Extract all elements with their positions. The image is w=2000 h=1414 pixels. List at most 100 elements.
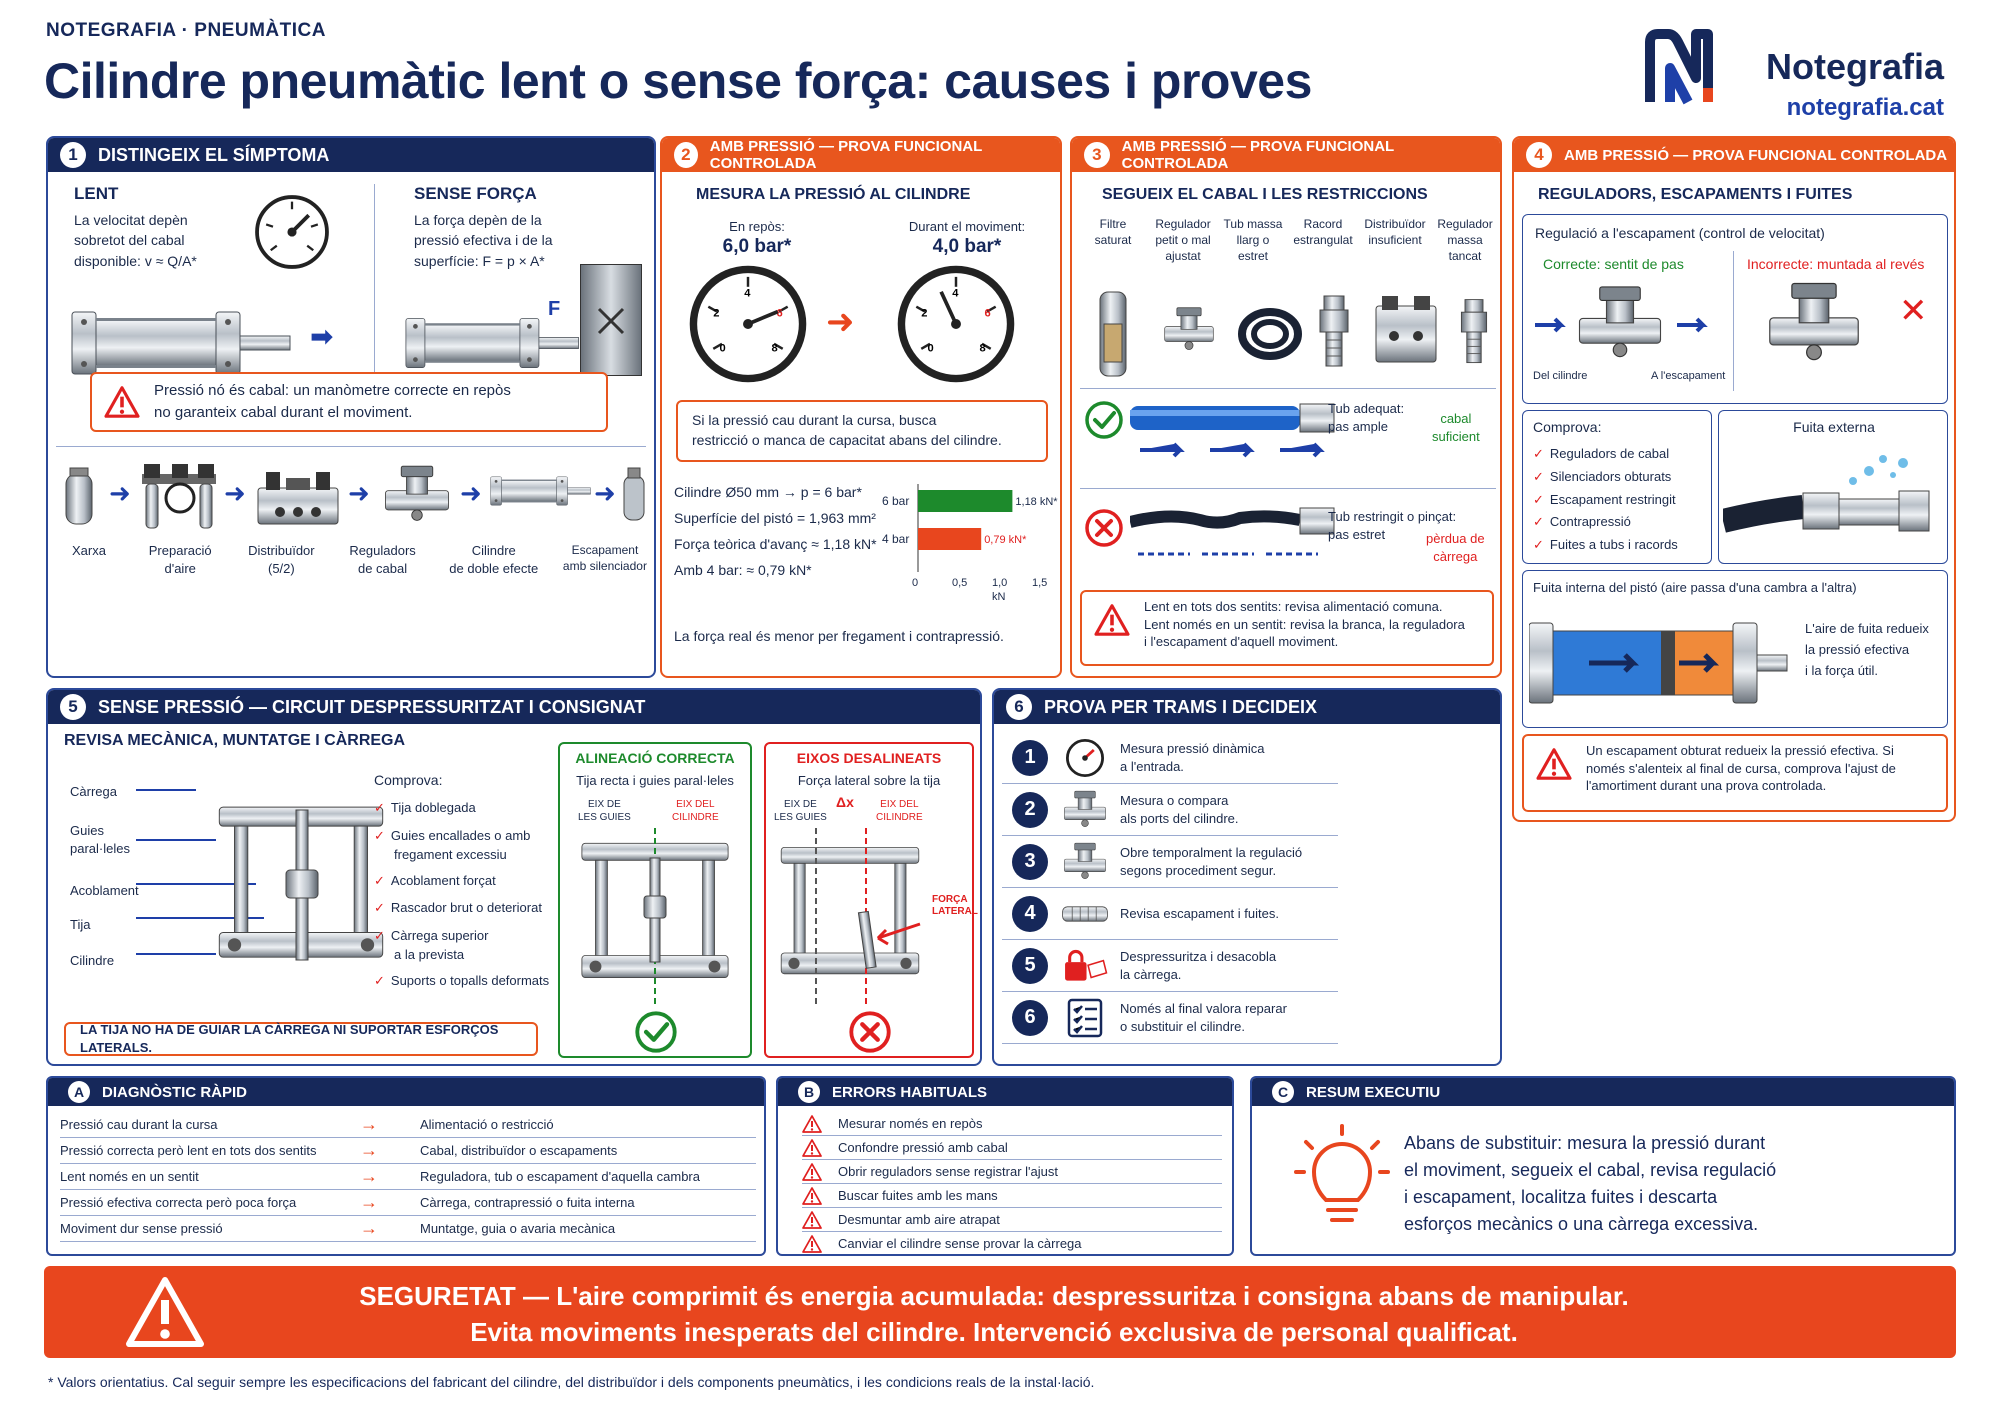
warning-text: l'amortiment durant una prova controlada…: [1586, 778, 1827, 794]
cause-cell: Reguladora, tub o escapament d'aquella c…: [420, 1169, 700, 1184]
error-text: Mesurar només en repòs: [838, 1116, 983, 1131]
axis-label: LES GUIES: [774, 812, 827, 823]
alignment-correct-icon: [581, 828, 729, 1008]
warning-text: Lent en tots dos sentits: revisa aliment…: [1144, 599, 1443, 614]
step-text: a l'entrada.: [1120, 758, 1184, 774]
check-item: ✓Acoblament forçat: [374, 872, 496, 888]
step-number: 3: [1084, 142, 1110, 168]
lent-text: La velocitat depèn: [74, 212, 188, 228]
misaligned-subtitle: Força lateral sobre la tija: [797, 773, 941, 788]
notegrafia-logo-icon: [1645, 29, 1713, 105]
panel-subtitle: SEGUEIX EL CABAL I LES RESTRICCIONS: [1102, 186, 1428, 203]
arrow-right-icon: →: [360, 1114, 378, 1134]
check-item: ✓Reguladors de cabal: [1533, 446, 1670, 461]
axis-label: CILINDRE: [672, 812, 719, 823]
internal-leak-box: Fuita interna del pistó (aire passa d'un…: [1522, 570, 1948, 728]
svg-text:0: 0: [927, 342, 933, 354]
panel-header: 5 SENSE PRESSIÓ — CIRCUIT DESPRESSURITZA…: [48, 690, 980, 724]
narrow-tube-icon: [1130, 507, 1335, 556]
part-label: Guies: [70, 823, 104, 838]
pressure-gauge-rest-icon: 02 468: [686, 262, 810, 386]
error-text: Desmuntar amb aire atrapat: [838, 1212, 1000, 1227]
table-row: Pressió efectiva correcta però poca forç…: [60, 1190, 756, 1216]
gauge-motion-label: Durant el moviment:: [908, 219, 1026, 234]
check-item: ✓Tija doblegada: [374, 800, 476, 815]
bar-data-label: 0,79 kN*: [984, 534, 1027, 546]
part-label: Càrrega: [70, 784, 117, 799]
block-load-icon: [580, 264, 642, 376]
panel-header: A DIAGNÒSTIC RÀPID: [48, 1078, 764, 1106]
chain-label: Distribuïdor(5/2): [248, 543, 315, 576]
restriction-components: [1099, 291, 1488, 377]
bad-result: càrrega: [1433, 548, 1478, 564]
error-text: Canviar el cilindre sense provar la càrr…: [838, 1236, 1082, 1251]
lateral-force-label: LATERAL: [932, 906, 978, 917]
step-number: 6: [1006, 694, 1032, 720]
warning-icon: [802, 1139, 822, 1157]
pressure-gauge-motion-icon: 02 468: [894, 262, 1018, 386]
regulator-correct-icon: [1535, 286, 1708, 358]
ok-result: suficient: [1432, 428, 1480, 444]
force-title: SENSE FORÇA: [414, 184, 537, 203]
brand-url[interactable]: notegrafia.cat: [1786, 94, 1944, 121]
svg-text:➜: ➜: [224, 478, 246, 508]
warning-box: Lent en tots dos sentits: revisa aliment…: [1080, 590, 1494, 666]
step-text: la càrrega.: [1120, 966, 1182, 982]
bad-result: pèrdua de: [1426, 531, 1485, 546]
step-text: Revisa escapament i fuites.: [1120, 905, 1279, 921]
internal-leak-text: la pressió efectiva: [1805, 641, 1910, 657]
lent-title: LENT: [74, 184, 119, 203]
cause-cell: Cabal, distribuïdor o escapaments: [420, 1143, 618, 1158]
chain-label: Xarxa: [72, 543, 106, 558]
check-item: ✓Suports o topalls deformats: [374, 972, 550, 988]
svg-text:6: 6: [985, 308, 991, 320]
error-text: Confondre pressió amb cabal: [838, 1140, 1008, 1155]
svg-text:0: 0: [719, 342, 725, 354]
warning-icon: [802, 1187, 822, 1205]
fitting-icon: [1060, 788, 1110, 832]
symptom-cell: Pressió cau durant la cursa: [60, 1117, 218, 1132]
step-number-badge: 3: [1012, 843, 1048, 880]
gauge-rest-value: 6,0 bar*: [722, 235, 792, 257]
gauge-icon: [1060, 736, 1110, 780]
filter-icon: [1099, 291, 1127, 377]
warning-icon: [1094, 604, 1130, 636]
table-row: Pressió correcta però lent en tots dos s…: [60, 1138, 756, 1164]
warning-text: LA TIJA NO HA DE GUIAR LA CÀRREGA NI SUP…: [80, 1022, 499, 1055]
svg-text:➜: ➜: [460, 478, 482, 508]
panel-title: RESUM EXECUTIU: [1306, 1083, 1441, 1101]
summary-text: Abans de substituir: mesura la pressió d…: [1404, 1133, 1766, 1153]
section-letter: A: [68, 1081, 90, 1103]
guided-cylinder-icon: [136, 789, 384, 961]
check-item: ✓Contrapressió: [1533, 514, 1631, 530]
from-label: Del cilindre: [1533, 370, 1588, 382]
speed-gauge-icon: [255, 195, 329, 269]
symptom-cell: Lent només en un sentit: [60, 1169, 199, 1184]
step-number: 2: [674, 142, 698, 168]
regulator-incorrect-icon: [1769, 282, 1859, 361]
list-item: Mesurar només en repòs: [802, 1112, 1222, 1136]
step-text: als ports del cilindre.: [1120, 810, 1239, 826]
check-item: ✓Escapament restringit: [1533, 491, 1676, 507]
panel-header: 4 AMB PRESSIÓ — PROVA FUNCIONAL CONTROLA…: [1514, 138, 1954, 172]
alignment-correct-title: ALINEACIÓ CORRECTA: [575, 750, 735, 766]
cross-mark-icon: ✕: [1899, 292, 1928, 330]
info-text: restricció o manca de capacitat abans de…: [692, 432, 1002, 449]
lightbulb-icon: [1294, 1124, 1390, 1222]
panel-regulators: 4 AMB PRESSIÓ — PROVA FUNCIONAL CONTROLA…: [1512, 136, 1956, 822]
warning-box: LA TIJA NO HA DE GUIAR LA CÀRREGA NI SUP…: [64, 1022, 538, 1056]
warning-icon: [1536, 748, 1572, 780]
check-item: ✓Fuites a tubs i racords: [1533, 537, 1678, 552]
cause-cell: Muntatge, guia o avaria mecànica: [420, 1221, 616, 1236]
warning-text: i l'escapament d'aquell moviment.: [1144, 634, 1339, 650]
flow-regulator-icon: [1460, 299, 1488, 364]
arrow-right-icon: →: [360, 1166, 378, 1186]
misaligned-box: EIXOS DESALINEATS Força lateral sobre la…: [764, 742, 978, 1058]
